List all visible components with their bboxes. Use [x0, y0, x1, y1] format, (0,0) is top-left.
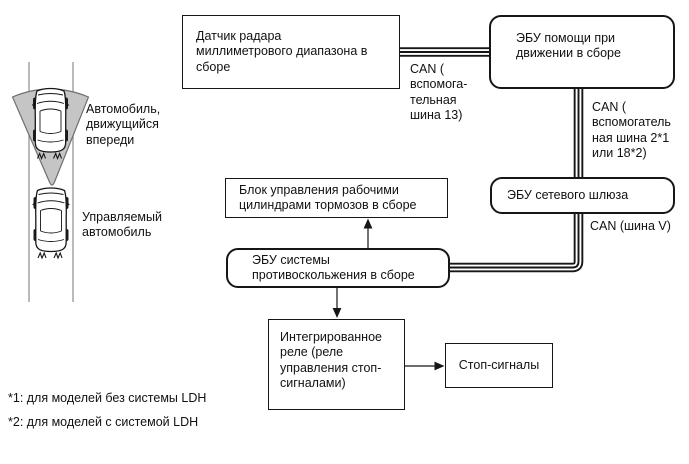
- drive-assist-ecu-label: ЭБУ помощи при движении в сборе: [516, 30, 621, 60]
- arrow-skid-to-relay: [332, 286, 342, 318]
- integrated-relay-label: Интегрированное реле (реле управления ст…: [280, 329, 382, 390]
- front-vehicle-icon: [31, 87, 70, 160]
- radar-sensor-box: Датчик радара миллиметрового диапазона в…: [182, 15, 400, 89]
- radar-sensor-label: Датчик радара миллиметрового диапазона в…: [196, 29, 368, 74]
- footnote-1: *1: для моделей без системы LDH: [8, 391, 207, 405]
- can-bus-v-label: CAN (шина V): [590, 219, 671, 233]
- stop-lights-label: Стоп-сигналы: [458, 357, 540, 372]
- network-gateway-ecu-label: ЭБУ сетевого шлюза: [507, 187, 629, 202]
- arrow-skid-to-brake: [363, 218, 373, 250]
- brake-cylinder-unit-box: Блок управления рабочими цилиндрами торм…: [225, 178, 448, 218]
- skid-control-ecu-box: ЭБУ системы противоскольжения в сборе: [226, 248, 450, 288]
- can-bus-gateway-to-skid: [448, 211, 584, 273]
- brake-cylinder-unit-label: Блок управления рабочими цилиндрами торм…: [239, 182, 417, 212]
- stop-lights-box: Стоп-сигналы: [445, 343, 553, 388]
- drive-assist-ecu-box: ЭБУ помощи при движении в сборе: [489, 15, 675, 89]
- front-vehicle-label: Автомобиль, движущийся впереди: [86, 102, 161, 147]
- skid-control-ecu-label: ЭБУ системы противоскольжения в сборе: [252, 252, 415, 282]
- footnote-2: *2: для моделей с системой LDH: [8, 415, 199, 429]
- can-sub-bus-13-label: CAN ( вспомога- тельная шина 13): [410, 62, 468, 122]
- controlled-vehicle-label: Управляемый автомобиль: [82, 210, 162, 240]
- can-sub-bus-2-or-18-label: CAN ( вспомогатель ная шина 2*1 или 18*2…: [592, 100, 671, 160]
- arrow-relay-to-stoplights: [403, 361, 445, 371]
- integrated-relay-box: Интегрированное реле (реле управления ст…: [268, 319, 405, 410]
- network-gateway-ecu-box: ЭБУ сетевого шлюза: [490, 177, 675, 214]
- controlled-vehicle-icon: [32, 187, 70, 259]
